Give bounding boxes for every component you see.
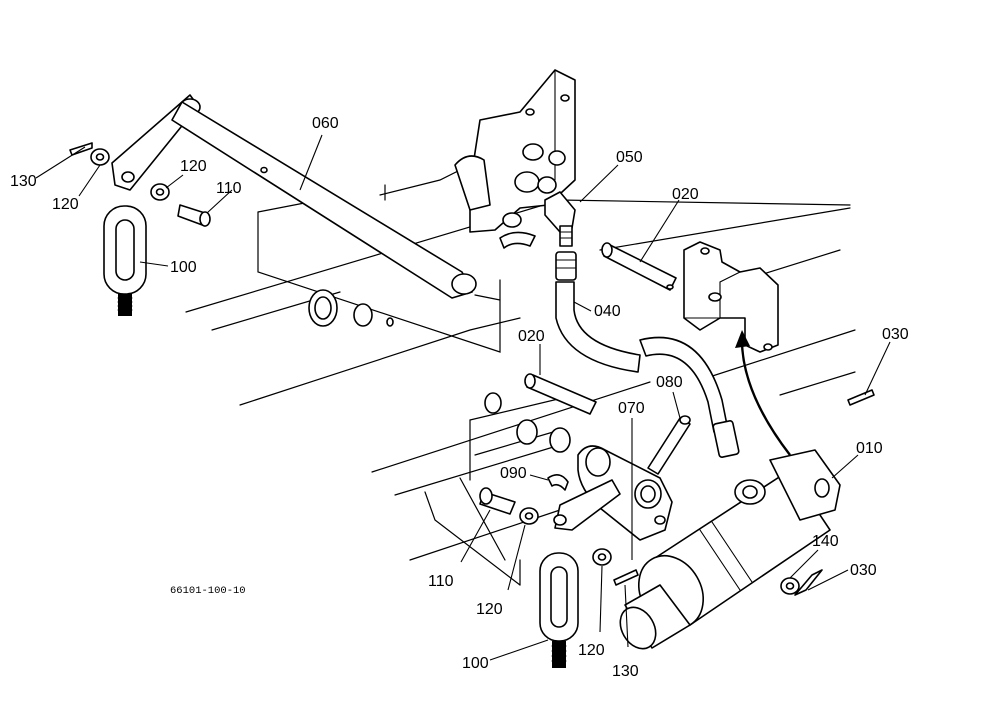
callout-030-lower: 030 [850, 562, 877, 579]
drawing-code: 66101-100-10 [170, 585, 246, 597]
callout-070: 070 [618, 400, 645, 417]
chassis-frame [185, 164, 856, 586]
callout-060: 060 [312, 115, 339, 132]
callout-010: 010 [856, 440, 883, 457]
pin-030-upper [847, 389, 875, 406]
right-bracket [683, 241, 779, 353]
callout-100-left: 100 [170, 259, 197, 276]
pin-080 [647, 415, 691, 475]
callout-120-left-a: 120 [52, 196, 79, 213]
clip-090 [547, 474, 569, 491]
callout-020-lower: 020 [518, 328, 545, 345]
callout-040: 040 [594, 303, 621, 320]
callout-080: 080 [656, 374, 683, 391]
callout-100-lower: 100 [462, 655, 489, 672]
lever-assembly [454, 69, 576, 249]
lower-fasteners [592, 548, 639, 586]
callout-050: 050 [616, 149, 643, 166]
callout-120-left-b: 120 [180, 158, 207, 175]
callout-110-upper: 110 [216, 180, 242, 197]
callout-130-lower: 130 [612, 663, 639, 680]
assembly-arrow [735, 330, 791, 456]
callout-110-lower: 110 [428, 573, 454, 590]
callout-020-upper: 020 [672, 186, 699, 203]
callout-090: 090 [500, 465, 527, 482]
leader-lines [35, 134, 891, 661]
link-100-left [103, 205, 147, 316]
left-fasteners [69, 142, 211, 227]
link-100-lower [539, 552, 579, 668]
clevis-070 [553, 445, 673, 541]
callout-030-upper: 030 [882, 326, 909, 343]
shaft-060 [111, 94, 477, 299]
pin-020-lower [524, 373, 597, 415]
frame-bushings [308, 289, 571, 453]
callout-120-lower-b: 120 [578, 642, 605, 659]
callout-120-lower-a: 120 [476, 601, 503, 618]
fitting-050 [544, 191, 576, 247]
callout-130-left: 130 [10, 173, 37, 190]
cylinder-010 [619, 449, 841, 650]
pin-020-upper [601, 242, 677, 291]
callout-140: 140 [812, 533, 839, 550]
hose-040 [555, 251, 740, 458]
callout-labels: 130 120 120 110 100 060 050 020 040 020 … [10, 115, 909, 680]
pin-110-lower [479, 487, 539, 525]
